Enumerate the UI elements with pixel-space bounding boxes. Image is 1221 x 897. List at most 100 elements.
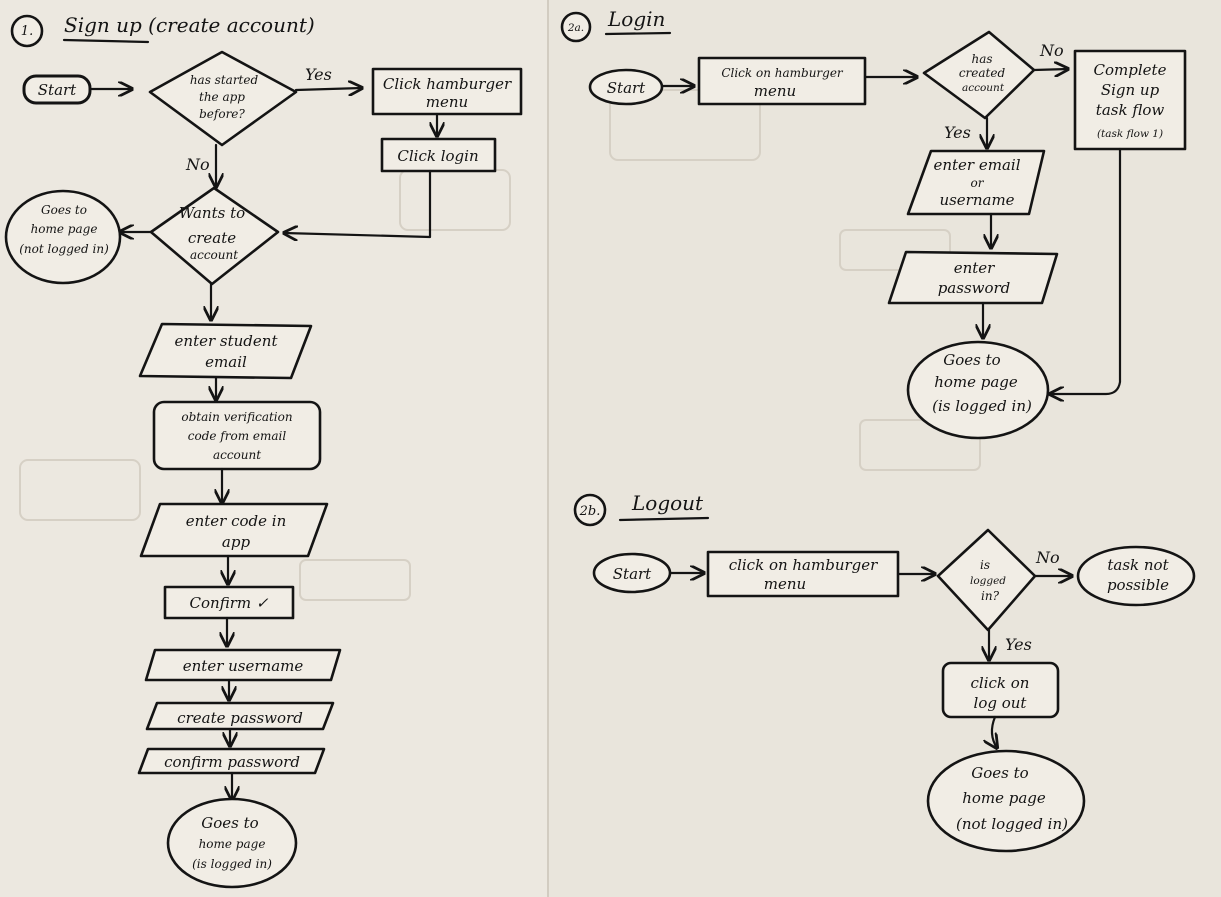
login-hamburger-line2: menu — [754, 82, 796, 100]
login-complete-signup-node — [1073, 49, 1187, 151]
goes-logged-line2: home page — [199, 837, 266, 851]
logout-hamburger-line2: menu — [764, 575, 806, 593]
signup-number: 1. — [21, 24, 33, 39]
verification-line1: obtain verification — [181, 410, 292, 424]
logout-goes-line2: home page — [962, 789, 1046, 807]
confirm-password-label: confirm password — [164, 753, 300, 771]
login-decision-line3: account — [962, 82, 1005, 94]
logout-yes-label: Yes — [1005, 635, 1032, 654]
signup-no-label: No — [185, 155, 210, 174]
goes-not-logged-line2: home page — [31, 222, 98, 236]
complete-line1: Complete — [1094, 61, 1167, 79]
complete-line2: Sign up — [1101, 81, 1160, 99]
signup-goes-logged-node — [166, 797, 298, 889]
logout-number-badge — [573, 493, 607, 527]
login-decision-line2: created — [959, 66, 1006, 80]
signup-login-label: Click login — [397, 147, 478, 165]
logout-title: Logout — [631, 491, 704, 515]
signup-number-badge — [10, 14, 44, 48]
login-email-node — [906, 149, 1046, 216]
complete-line4: (task flow 1) — [1097, 128, 1163, 140]
logout-decision-line2: logged — [970, 575, 1006, 587]
login-title: Login — [607, 7, 665, 31]
section-signup: 1. Sign up (create account) Start has st… — [4, 13, 523, 889]
decision-started-line3: before? — [199, 107, 245, 121]
logout-start-label: Start — [613, 565, 652, 583]
login-hamburger-line1: Click on hamburger — [721, 66, 844, 80]
username-label: enter username — [183, 657, 304, 675]
signup-title-underline — [62, 38, 150, 44]
edge-yes-to-hamburger — [294, 88, 362, 90]
student-email-line1: enter student — [175, 332, 279, 350]
signup-decision-started — [148, 50, 298, 147]
logout-not-possible-node — [1076, 545, 1196, 607]
signup-hamburger-node — [371, 67, 523, 116]
login-decision-line1: has — [971, 52, 992, 66]
logout-goes-not-logged-node — [926, 749, 1086, 853]
logout-decision-line1: is — [980, 558, 990, 572]
enter-code-line1: enter code in — [186, 512, 287, 530]
login-goes-line2: home page — [934, 373, 1018, 391]
logout-click-logout-node — [941, 661, 1060, 719]
goes-not-logged-line3: (not logged in) — [19, 242, 109, 256]
signup-enter-code-node — [139, 502, 329, 558]
enter-code-line2: app — [222, 533, 251, 551]
not-possible-line2: possible — [1107, 576, 1169, 594]
login-start-label: Start — [607, 79, 646, 97]
faint-show-through — [19, 89, 981, 601]
not-possible-line1: task not — [1107, 556, 1169, 574]
logout-number: 2b. — [579, 504, 601, 519]
login-yes-label: Yes — [944, 123, 971, 142]
verification-line3: account — [213, 448, 261, 462]
edge-logout-to-home — [992, 715, 997, 748]
login-email-line1: enter email — [933, 156, 1020, 174]
login-password-line2: password — [938, 279, 1011, 297]
login-no-label: No — [1039, 41, 1064, 60]
signup-create-password-node — [145, 701, 335, 731]
signup-confirm-password-node — [137, 747, 326, 775]
section-login: 2a. Login Start Click on hamburger menu … — [560, 7, 1187, 440]
login-decision-created — [922, 30, 1036, 120]
logout-title-underline — [618, 516, 710, 522]
logout-decision-line3: in? — [981, 589, 1000, 603]
confirm-label: Confirm ✓ — [190, 594, 269, 612]
login-email-line2: or — [971, 176, 985, 190]
edge-login-to-create — [284, 169, 432, 237]
signup-hamburger-line2: menu — [426, 93, 468, 111]
edge-login-no-to-complete — [1032, 69, 1068, 70]
goes-logged-line3: (is logged in) — [192, 857, 272, 871]
verification-line2: code from email — [188, 429, 287, 443]
signup-login-node — [380, 137, 497, 173]
goes-not-logged-line1: Goes to — [41, 203, 87, 217]
login-password-line1: enter — [954, 259, 995, 277]
goes-logged-line1: Goes to — [201, 814, 258, 832]
section-logout: 2b. Logout Start click on hamburger menu… — [573, 491, 1196, 853]
logout-goes-line3: (not logged in) — [956, 815, 1068, 833]
signup-verification-node — [152, 400, 322, 471]
click-logout-line2: log out — [974, 694, 1028, 712]
decision-create-line3: account — [190, 248, 238, 262]
decision-started-line2: the app — [199, 90, 245, 104]
signup-start-node — [22, 74, 92, 105]
decision-started-line1: has started — [190, 73, 259, 87]
student-email-line2: email — [205, 353, 247, 371]
create-password-label: create password — [177, 709, 303, 727]
signup-yes-label: Yes — [305, 65, 332, 84]
signup-title: Sign up (create account) — [64, 13, 315, 37]
login-number: 2a. — [567, 22, 584, 34]
login-email-line3: username — [939, 191, 1014, 209]
click-logout-line1: click on — [971, 674, 1030, 692]
logout-hamburger-line1: click on hamburger — [729, 556, 878, 574]
signup-start-label: Start — [38, 81, 77, 99]
signup-confirm-node — [163, 585, 295, 620]
edge-complete-to-home — [1050, 147, 1122, 394]
login-goes-line3: (is logged in) — [932, 397, 1032, 415]
signup-hamburger-line1: Click hamburger — [383, 75, 512, 93]
complete-line3: task flow — [1096, 101, 1165, 119]
logout-goes-line1: Goes to — [971, 764, 1028, 782]
signup-username-node — [144, 648, 342, 682]
decision-create-line2: create — [188, 229, 236, 247]
logout-hamburger-node — [706, 550, 900, 598]
